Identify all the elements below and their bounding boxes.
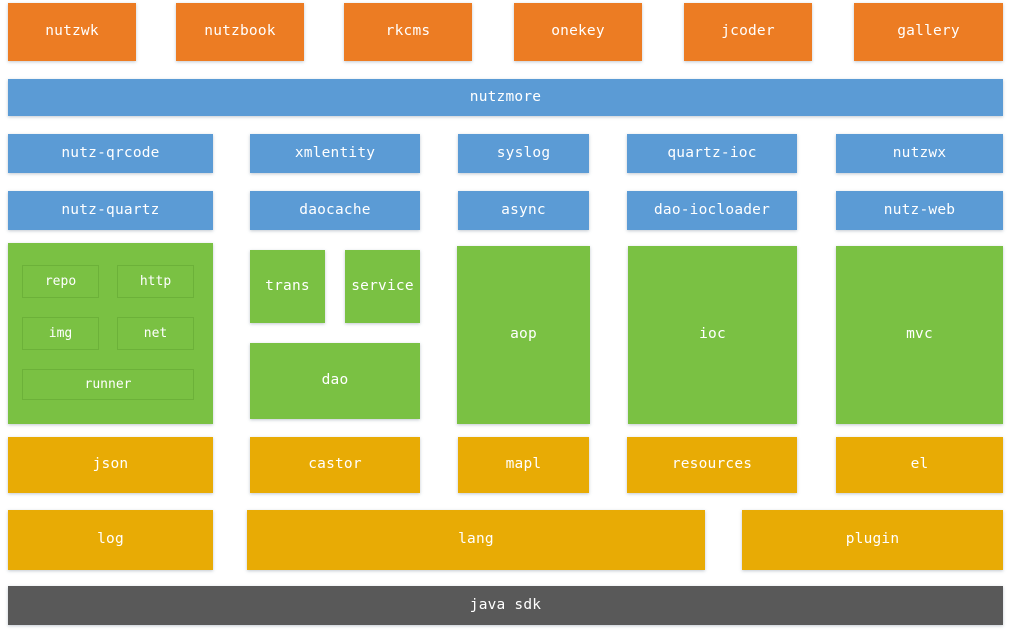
- plugin-box-syslog[interactable]: syslog: [458, 134, 589, 173]
- util-box-log[interactable]: log: [8, 510, 213, 570]
- plugin-box-daocache[interactable]: daocache: [250, 191, 420, 230]
- core-box-ioc[interactable]: ioc: [628, 246, 797, 424]
- plugin-box-nutz-quartz[interactable]: nutz-quartz: [8, 191, 213, 230]
- core-box-mvc[interactable]: mvc: [836, 246, 1003, 424]
- plugin-box-quartz-ioc[interactable]: quartz-ioc: [627, 134, 797, 173]
- core-box-runner[interactable]: runner: [22, 369, 194, 400]
- plugin-box-nutzwx[interactable]: nutzwx: [836, 134, 1003, 173]
- util-box-lang[interactable]: lang: [247, 510, 705, 570]
- app-box-gallery[interactable]: gallery: [854, 3, 1003, 61]
- platform-bar-java-sdk: java sdk: [8, 586, 1003, 625]
- app-box-onekey[interactable]: onekey: [514, 3, 642, 61]
- plugin-box-nutz-qrcode[interactable]: nutz-qrcode: [8, 134, 213, 173]
- app-box-nutzwk[interactable]: nutzwk: [8, 3, 136, 61]
- core-box-repo[interactable]: repo: [22, 265, 99, 298]
- util-box-el[interactable]: el: [836, 437, 1003, 493]
- core-box-http[interactable]: http: [117, 265, 194, 298]
- plugin-box-async[interactable]: async: [458, 191, 589, 230]
- util-box-castor[interactable]: castor: [250, 437, 420, 493]
- core-box-dao[interactable]: dao: [250, 343, 420, 419]
- app-box-nutzbook[interactable]: nutzbook: [176, 3, 304, 61]
- core-box-aop[interactable]: aop: [457, 246, 590, 424]
- util-box-json[interactable]: json: [8, 437, 213, 493]
- core-box-service[interactable]: service: [345, 250, 420, 323]
- core-box-trans[interactable]: trans: [250, 250, 325, 323]
- app-box-rkcms[interactable]: rkcms: [344, 3, 472, 61]
- core-box-img[interactable]: img: [22, 317, 99, 350]
- plugin-box-xmlentity[interactable]: xmlentity: [250, 134, 420, 173]
- util-box-mapl[interactable]: mapl: [458, 437, 589, 493]
- plugin-box-dao-iocloader[interactable]: dao-iocloader: [627, 191, 797, 230]
- app-box-jcoder[interactable]: jcoder: [684, 3, 812, 61]
- plugin-box-nutz-web[interactable]: nutz-web: [836, 191, 1003, 230]
- core-box-net[interactable]: net: [117, 317, 194, 350]
- util-box-resources[interactable]: resources: [627, 437, 797, 493]
- util-box-plugin[interactable]: plugin: [742, 510, 1003, 570]
- aggregator-bar-nutzmore[interactable]: nutzmore: [8, 79, 1003, 116]
